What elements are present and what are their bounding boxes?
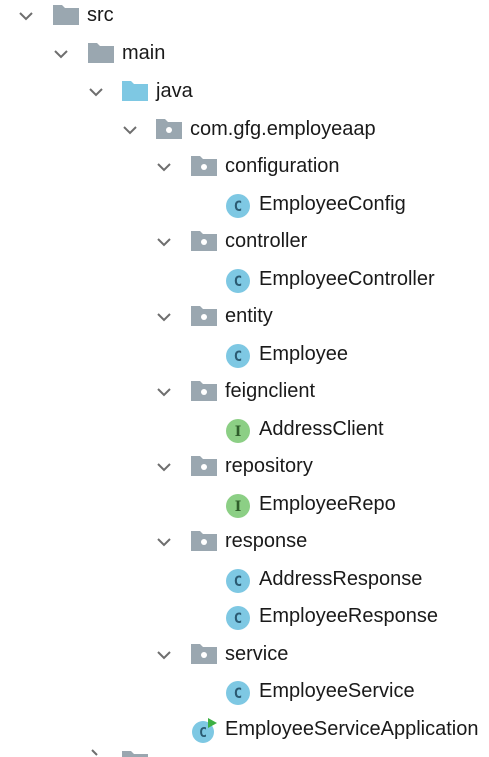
tree-node-label: com.gfg.employeaap — [190, 118, 376, 140]
class-icon: C — [226, 569, 250, 593]
tree-node-label: EmployeeConfig — [259, 193, 406, 215]
package-icon — [191, 381, 217, 401]
chevron-down-icon[interactable] — [152, 530, 176, 554]
chevron-right-icon — [91, 749, 98, 756]
chevron-down-icon[interactable] — [84, 80, 108, 104]
tree-node-label: Employee — [259, 343, 348, 365]
svg-text:C: C — [234, 274, 242, 290]
folder-icon — [122, 751, 148, 757]
tree-node-employee-config[interactable]: C EmployeeConfig — [0, 189, 489, 225]
run-marker-icon — [208, 718, 217, 728]
package-icon — [191, 644, 217, 664]
package-icon — [191, 456, 217, 476]
svg-text:C: C — [234, 686, 242, 702]
tree-node-label: response — [225, 530, 308, 552]
tree-node-label: java — [156, 80, 193, 102]
class-icon: C — [226, 194, 250, 218]
tree-node-src[interactable]: src — [0, 0, 489, 36]
svg-text:C: C — [234, 611, 242, 627]
chevron-down-icon[interactable] — [49, 42, 73, 66]
tree-node-java[interactable]: java — [0, 76, 489, 112]
svg-text:C: C — [234, 349, 242, 365]
svg-text:I: I — [235, 424, 242, 440]
tree-node-service[interactable]: service — [0, 639, 489, 675]
tree-node-employee-repo[interactable]: I EmployeeRepo — [0, 489, 489, 525]
class-icon: C — [226, 681, 250, 705]
class-icon: C — [226, 344, 250, 368]
tree-node-employee[interactable]: C Employee — [0, 339, 489, 375]
chevron-down-icon[interactable] — [152, 305, 176, 329]
package-icon — [156, 119, 182, 139]
tree-node-label: feignclient — [225, 380, 316, 402]
tree-node-response[interactable]: response — [0, 526, 489, 562]
runnable-class-icon: C — [192, 718, 217, 743]
tree-node-label: EmployeeServiceApplication — [225, 718, 479, 740]
svg-text:C: C — [199, 726, 207, 741]
folder-icon — [88, 43, 114, 63]
tree-node-label: EmployeeRepo — [259, 493, 396, 515]
chevron-down-icon[interactable] — [152, 155, 176, 179]
svg-text:I: I — [235, 499, 242, 515]
interface-icon: I — [226, 419, 250, 443]
tree-node-configuration[interactable]: configuration — [0, 151, 489, 187]
tree-node-label: configuration — [225, 155, 340, 177]
package-icon — [191, 231, 217, 251]
package-icon — [191, 156, 217, 176]
svg-text:C: C — [234, 574, 242, 590]
tree-node-label: main — [122, 42, 166, 64]
package-icon — [191, 531, 217, 551]
tree-node-label: AddressResponse — [259, 568, 423, 590]
tree-node-main[interactable]: main — [0, 38, 489, 74]
tree-node-feignclient[interactable]: feignclient — [0, 376, 489, 412]
tree-node-label: EmployeeController — [259, 268, 435, 290]
tree-node-label: EmployeeService — [259, 680, 415, 702]
tree-node-com-gfg-employeaap[interactable]: com.gfg.employeaap — [0, 114, 489, 150]
chevron-down-icon[interactable] — [118, 118, 142, 142]
tree-node-address-response[interactable]: C AddressResponse — [0, 564, 489, 600]
tree-node-employee-response[interactable]: C EmployeeResponse — [0, 601, 489, 637]
chevron-down-icon[interactable] — [152, 455, 176, 479]
tree-node-label: service — [225, 643, 289, 665]
tree-node-label: controller — [225, 230, 308, 252]
tree-node-label: EmployeeResponse — [259, 605, 438, 627]
class-icon: C — [226, 606, 250, 630]
tree-node-label: src — [87, 4, 114, 26]
chevron-down-icon[interactable] — [152, 380, 176, 404]
tree-node-partial — [0, 748, 489, 757]
interface-icon: I — [226, 494, 250, 518]
tree-node-entity[interactable]: entity — [0, 301, 489, 337]
svg-text:C: C — [234, 199, 242, 215]
tree-node-address-client[interactable]: I AddressClient — [0, 414, 489, 450]
folder-icon — [53, 5, 79, 25]
chevron-down-icon[interactable] — [14, 4, 38, 28]
package-icon — [191, 306, 217, 326]
tree-node-label: entity — [225, 305, 273, 327]
chevron-down-icon[interactable] — [152, 643, 176, 667]
class-icon: C — [226, 269, 250, 293]
tree-node-employee-service[interactable]: C EmployeeService — [0, 676, 489, 712]
tree-node-label: repository — [225, 455, 313, 477]
tree-node-employee-controller[interactable]: C EmployeeController — [0, 264, 489, 300]
tree-node-employee-service-application[interactable]: C EmployeeServiceApplication — [0, 714, 489, 750]
chevron-down-icon[interactable] — [152, 230, 176, 254]
tree-node-label: AddressClient — [259, 418, 384, 440]
tree-node-controller[interactable]: controller — [0, 226, 489, 262]
source-root-folder-icon — [122, 81, 148, 101]
tree-node-repository[interactable]: repository — [0, 451, 489, 487]
